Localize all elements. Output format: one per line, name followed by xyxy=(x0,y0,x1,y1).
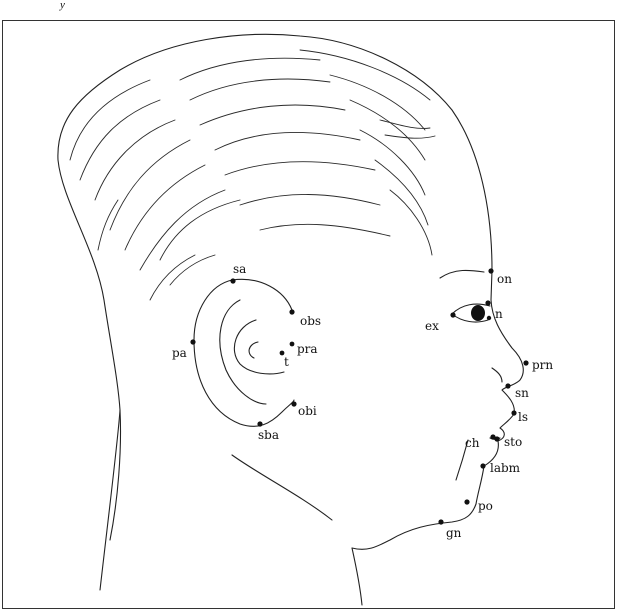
label-pra: pra xyxy=(297,342,318,356)
point-sa xyxy=(230,278,235,283)
hair xyxy=(70,50,435,300)
label-gn: gn xyxy=(446,526,462,540)
label-ls: ls xyxy=(518,410,528,424)
label-pa: pa xyxy=(172,346,187,360)
point-ls xyxy=(511,410,516,415)
point-labm xyxy=(480,463,485,468)
eye xyxy=(452,304,490,322)
head-outline xyxy=(58,34,523,605)
ear xyxy=(194,279,294,426)
label-t: t xyxy=(284,355,289,369)
point-n xyxy=(485,300,490,305)
label-po: po xyxy=(478,499,493,513)
label-obs: obs xyxy=(300,314,321,328)
label-prn: prn xyxy=(532,358,553,372)
point-pra xyxy=(290,342,295,347)
point-sba xyxy=(257,421,262,426)
point-obs xyxy=(289,309,294,314)
point-sn xyxy=(505,383,510,388)
label-n: n xyxy=(495,307,503,321)
point-ch xyxy=(490,434,495,439)
caption-fragment: y xyxy=(59,0,65,11)
landmark-labels: on n ex prn sn ls sto ch labm po gn sa o… xyxy=(172,262,553,540)
point-pa xyxy=(190,339,195,344)
label-obi: obi xyxy=(298,404,317,418)
point-obi xyxy=(291,401,296,406)
point-on xyxy=(488,268,493,273)
point-ex xyxy=(450,312,455,317)
point-po xyxy=(464,499,469,504)
label-ex: ex xyxy=(425,319,439,333)
label-sa: sa xyxy=(233,262,246,276)
label-sto: sto xyxy=(504,435,522,449)
point-prn xyxy=(523,360,528,365)
label-sn: sn xyxy=(515,386,529,400)
label-labm: labm xyxy=(490,461,521,475)
point-n2 xyxy=(487,316,491,320)
label-ch: ch xyxy=(465,436,480,450)
point-gn xyxy=(438,519,443,524)
label-sba: sba xyxy=(258,428,279,442)
label-on: on xyxy=(497,272,512,286)
